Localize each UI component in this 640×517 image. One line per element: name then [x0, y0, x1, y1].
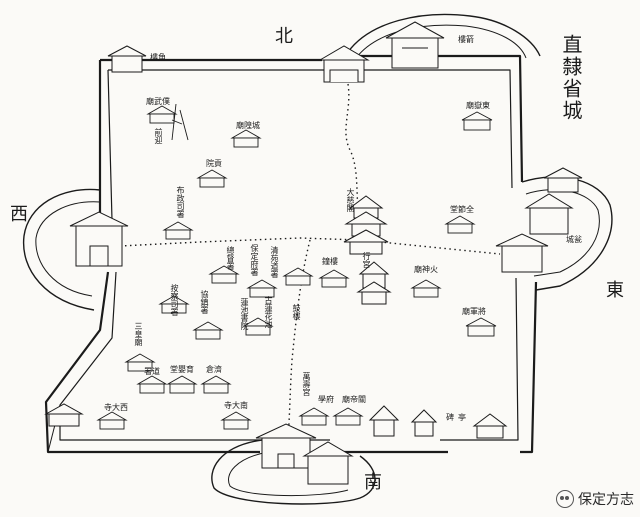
- place-label: 三皇廟: [134, 322, 143, 346]
- place-label: 按察司署: [170, 284, 179, 316]
- place-label: 總督署: [226, 246, 235, 270]
- place-label: 城瓮: [566, 235, 582, 244]
- north-bastion: [347, 13, 541, 57]
- place-label: 堂嬰育: [170, 365, 194, 374]
- place-label: 碑: [446, 413, 454, 422]
- place-label: 萬壽宮: [302, 372, 311, 396]
- place-label: 蓮池書院: [240, 298, 249, 330]
- gate-tower-group: [44, 21, 583, 485]
- place-label: 堂節全: [450, 205, 474, 214]
- place-label: 古蓮花池: [264, 296, 273, 328]
- direction-south: 南: [364, 472, 382, 493]
- building-halls: [96, 105, 497, 430]
- place-label: 大慈閣: [346, 188, 355, 212]
- place-label: 亭: [458, 413, 466, 422]
- place-label: 布政司署: [176, 186, 185, 218]
- place-label: 鼓樓: [292, 304, 301, 320]
- place-label: 前迎: [154, 128, 163, 144]
- place-label: 保定府署: [250, 244, 259, 276]
- direction-east: 東: [606, 280, 624, 301]
- outer-city-wall: [44, 54, 538, 454]
- south-bastion: [211, 439, 376, 505]
- flagpoles: [171, 103, 189, 141]
- west-bastion: [22, 188, 101, 311]
- map-title: 直隸省城: [559, 34, 583, 122]
- place-label: 鐘樓: [322, 257, 338, 266]
- place-label: 廟帝關: [342, 395, 366, 404]
- direction-west: 西: [10, 204, 28, 225]
- place-label: 院貢: [206, 159, 222, 168]
- place-label: 廟嶽東: [466, 101, 490, 110]
- place-label: 廟武僕: [146, 97, 170, 106]
- road-east-west: [119, 237, 501, 255]
- place-label: 廟神火: [414, 265, 438, 274]
- place-label: 清苑道署: [270, 246, 279, 278]
- place-label: 協鎮署: [200, 290, 209, 314]
- inner-city-wall: [59, 69, 519, 441]
- road-south: [287, 239, 311, 441]
- place-label: 寺大西: [104, 403, 128, 412]
- watermark-text: 保定方志: [578, 492, 634, 508]
- place-label: 行宮: [362, 252, 371, 268]
- place-label: 廟軍將: [462, 307, 486, 316]
- place-label: 倉濟: [206, 365, 222, 374]
- direction-north: 北: [275, 26, 293, 47]
- place-label: 廟隍城: [236, 121, 260, 130]
- place-label: 學府: [318, 395, 334, 404]
- place-label: 寺大南: [224, 401, 248, 410]
- wechat-icon: [556, 490, 574, 508]
- watermark: 保定方志: [556, 489, 634, 509]
- place-label: 樓箭: [458, 35, 474, 44]
- place-label: 樓角: [150, 53, 166, 62]
- place-label: 署道: [144, 367, 160, 376]
